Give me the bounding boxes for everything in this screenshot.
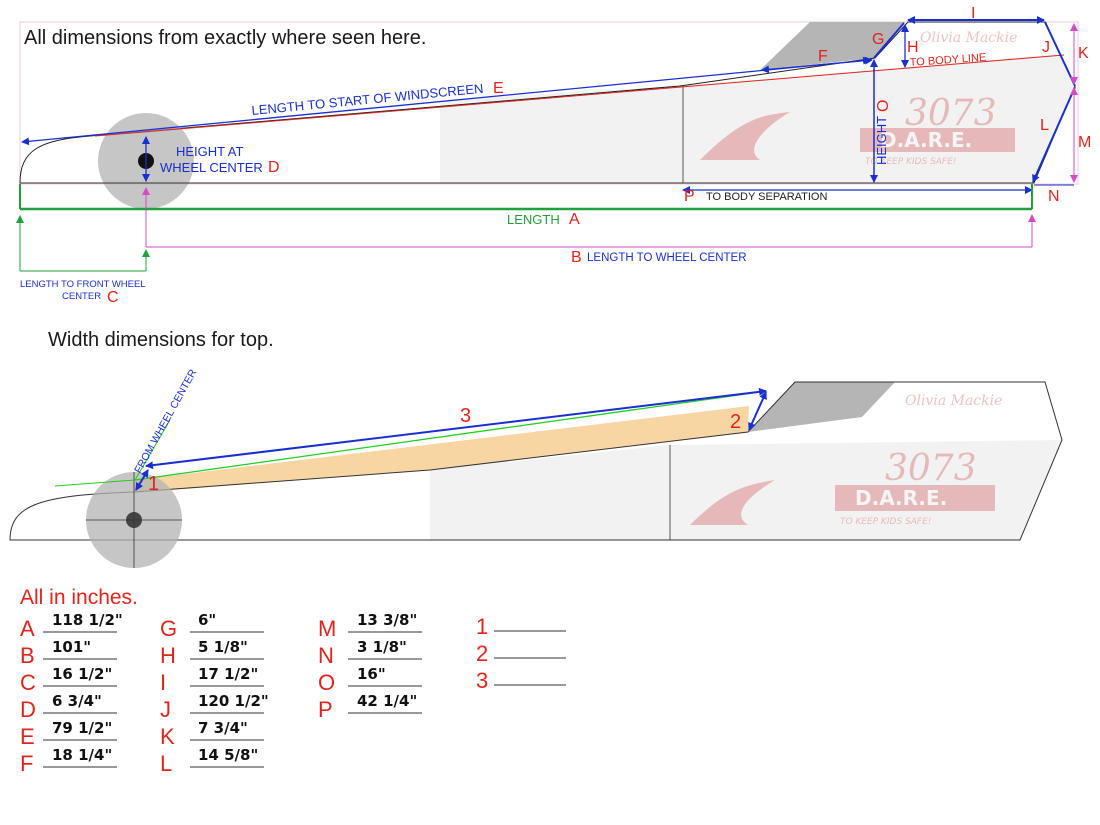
dimension-1-arrow: [135, 469, 149, 491]
dimension-letter-1: 1: [476, 614, 488, 639]
dimension-letter-e: E: [20, 724, 35, 749]
dimension-letter-f: F: [20, 751, 33, 776]
dimension-value-c[interactable]: 16 1/2": [52, 665, 112, 683]
dimension-3-label: 3: [460, 405, 471, 427]
dimension-letter-3: 3: [476, 668, 488, 693]
top-car-number: 3073: [885, 448, 977, 489]
height-label: HEIGHT: [874, 116, 889, 165]
top-brand-text: D.A.R.E.: [855, 486, 947, 510]
g-letter: G: [872, 31, 884, 48]
dimension-3-arrow: [145, 387, 767, 470]
dimension-value-d[interactable]: 6 3/4": [52, 692, 102, 710]
dimension-value-k[interactable]: 7 3/4": [198, 719, 248, 737]
f-arrow: [761, 56, 873, 74]
front-wheel-label-2: CENTER: [62, 291, 101, 302]
p-letter: P: [684, 188, 695, 205]
height-wheel-label-2: WHEEL CENTER: [160, 160, 263, 175]
l-arrow: [1032, 86, 1076, 183]
dimension-2-label: 2: [730, 411, 741, 433]
length-letter: A: [569, 211, 580, 228]
top-brand-box: [835, 485, 995, 511]
dimension-value-h[interactable]: 5 1/8": [198, 638, 248, 656]
dimension-letter-l: L: [160, 751, 172, 776]
height-wheel-label-1: HEIGHT AT: [176, 144, 243, 159]
top-view-heading: Width dimensions for top.: [48, 329, 274, 351]
side-view-heading: All dimensions from exactly where seen h…: [24, 27, 426, 49]
dimension-value-b[interactable]: 101": [52, 638, 91, 656]
dimension-letter-p: P: [318, 697, 333, 722]
dimension-value-j[interactable]: 120 1/2": [198, 692, 269, 710]
dimension-rows: A 118 1/2" B 101" C 16 1/2" D 6 3/4" E 79 1/2" F 18…: [20, 611, 566, 776]
top-slogan-text: TO KEEP KIDS SAFE!: [840, 517, 931, 527]
dimension-letter-n: N: [318, 643, 334, 668]
front-wheel-letter: C: [107, 289, 119, 306]
height-wheel-letter: D: [268, 159, 280, 176]
car-number: 3073: [905, 93, 997, 134]
dimension-letter-m: M: [318, 616, 336, 641]
k-letter: K: [1078, 45, 1089, 62]
side-view-frame: [19, 21, 1079, 185]
top-decal: Olivia Mackie 3073 D.A.R.E. TO KEEP KIDS…: [690, 393, 1002, 527]
body-separation-label: TO BODY SEPARATION: [706, 191, 827, 203]
top-driver-name: Olivia Mackie: [905, 393, 1002, 409]
top-swoosh-logo: [690, 480, 775, 525]
g-line: [873, 22, 905, 59]
units-heading: All in inches.: [20, 586, 138, 609]
dimension-table: All in inches. A 118 1/2" B 101" C 16 1/2" D 6 …: [20, 586, 566, 776]
dimension-letter-j: J: [160, 697, 171, 722]
dimension-value-f[interactable]: 18 1/4": [52, 746, 112, 764]
dimension-letter-c: C: [20, 670, 36, 695]
dimension-value-m[interactable]: 13 3/8": [357, 611, 417, 629]
dimension-letter-2: 2: [476, 641, 488, 666]
dimension-value-o[interactable]: 16": [357, 665, 386, 683]
dimension-letter-k: K: [160, 724, 175, 749]
dimension-value-l[interactable]: 14 5/8": [198, 746, 258, 764]
o-letter: O: [875, 100, 892, 112]
side-view: Olivia Mackie 3073 D.A.R.E. TO KEEP KIDS…: [16, 5, 1091, 306]
j-letter: J: [1042, 39, 1050, 56]
windscreen-arrow: [21, 56, 871, 146]
dimension-value-g[interactable]: 6": [198, 611, 216, 629]
dimension-letter-i: I: [160, 670, 166, 695]
front-wheel-label-1: LENGTH TO FRONT WHEEL: [20, 279, 146, 290]
slogan-text: TO KEEP KIDS SAFE!: [865, 157, 956, 167]
brand-box: [860, 128, 1015, 152]
dimension-letter-g: G: [160, 616, 177, 641]
top-outline: [9, 381, 1063, 541]
dimension-letter-o: O: [318, 670, 335, 695]
dimension-1-label: 1: [148, 473, 159, 495]
h-letter: H: [907, 39, 919, 56]
dimension-letter-d: D: [20, 697, 36, 722]
top-view: Width dimensions for top. Olivia Mackie …: [9, 329, 1063, 568]
length-label: LENGTH: [507, 212, 560, 227]
windscreen-letter: E: [493, 80, 504, 97]
top-windscreen: [748, 382, 895, 432]
l-letter: L: [1040, 117, 1049, 134]
wheel-center-letter: B: [571, 249, 582, 266]
dimension-value-p[interactable]: 42 1/4": [357, 692, 417, 710]
dimension-value-n[interactable]: 3 1/8": [357, 638, 407, 656]
m-letter: M: [1078, 134, 1091, 151]
wheel-center-label: LENGTH TO WHEEL CENTER: [587, 252, 747, 264]
from-wheel-center-label: FROM WHEEL CENTER: [132, 367, 199, 475]
dimension-value-i[interactable]: 17 1/2": [198, 665, 258, 683]
driver-name: Olivia Mackie: [920, 30, 1017, 46]
dimension-value-a[interactable]: 118 1/2": [52, 611, 123, 629]
body-line-label: TO BODY LINE: [909, 52, 986, 69]
dimension-letter-a: A: [20, 616, 35, 641]
dimension-letter-b: B: [20, 643, 35, 668]
dimension-letter-h: H: [160, 643, 176, 668]
green-ref-left: [54, 479, 136, 487]
dimension-2-arrow: [748, 391, 767, 431]
i-letter: I: [971, 5, 975, 22]
dimension-value-e[interactable]: 79 1/2": [52, 719, 112, 737]
n-letter: N: [1048, 188, 1060, 205]
brand-text: D.A.R.E.: [880, 128, 972, 152]
f-letter: F: [818, 48, 828, 65]
